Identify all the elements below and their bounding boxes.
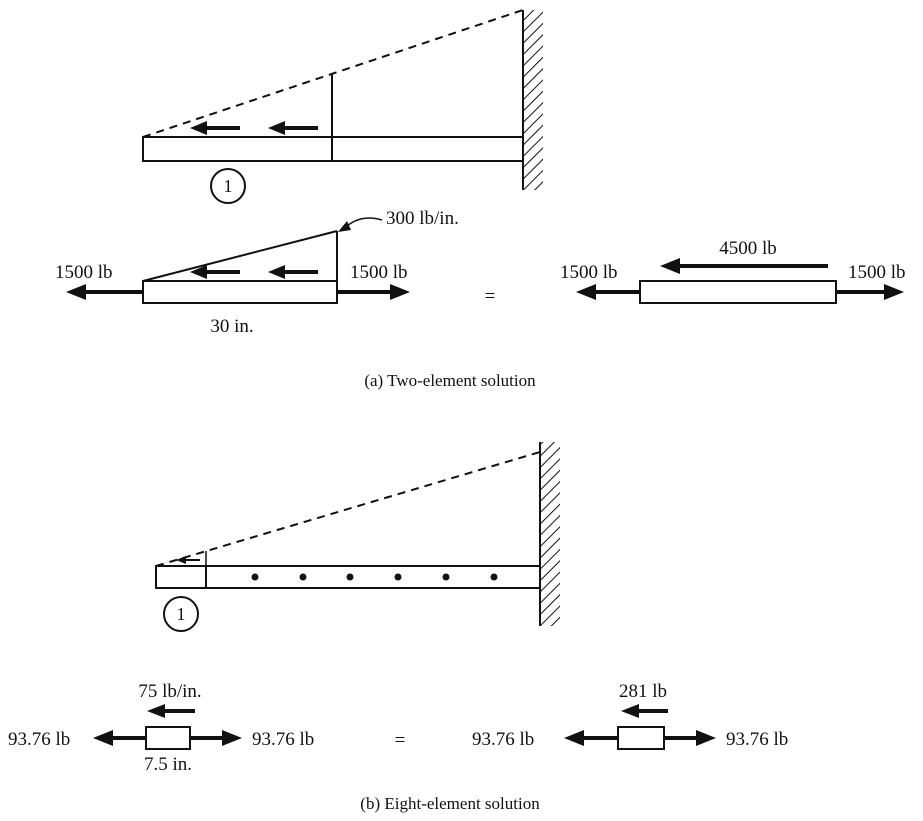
right-force-arrow-a	[337, 284, 410, 300]
resultant-label-a: 4500 lb	[719, 238, 777, 259]
node-dot-6	[490, 573, 498, 581]
load-intensity-label-a: 300 lb/in.	[386, 208, 459, 229]
node-dot-4	[394, 573, 402, 581]
resultant-label-b: 281 lb	[619, 681, 667, 702]
cantilever-b: 1	[155, 442, 560, 632]
element-bar-a	[142, 280, 338, 304]
wall-hatch-a	[523, 10, 543, 190]
element-bar-b	[145, 726, 191, 750]
left-force-arrow-a	[66, 284, 143, 300]
node-dot-5	[442, 573, 450, 581]
node-dot-3	[346, 573, 354, 581]
equivalent-element-a: 4500 lb 1500 lb 1500 lb	[560, 238, 906, 304]
cantilever-a: 1	[142, 9, 543, 204]
element-number-b: 1	[177, 604, 186, 624]
element-number-a: 1	[224, 176, 233, 196]
element-circle-b	[163, 596, 199, 632]
load-arrow-b2	[147, 704, 195, 718]
eq-right-force-arrow-b	[664, 730, 716, 746]
element-circle-a	[210, 168, 246, 204]
resultant-arrow-b	[621, 704, 668, 718]
load-arrow-a4	[268, 265, 318, 279]
eq-left-force-label-a: 1500 lb	[560, 262, 618, 283]
left-force-label-a: 1500 lb	[55, 262, 113, 283]
element-fbd-a: 300 lb/in. 1500 lb 1500 lb 30 in.	[55, 208, 459, 337]
left-force-arrow-b	[93, 730, 146, 746]
length-label-a: 30 in.	[210, 316, 253, 337]
bar-b	[155, 565, 541, 589]
length-label-b: 7.5 in.	[144, 754, 192, 775]
triangle-top-a	[142, 230, 338, 282]
caption-a: (a) Two-element solution	[364, 371, 536, 390]
leader-head-a	[338, 221, 351, 232]
leader-line-a	[346, 217, 383, 227]
equivalent-bar-a	[639, 280, 837, 304]
right-force-label-a: 1500 lb	[350, 262, 408, 283]
eq-left-force-arrow-b	[564, 730, 618, 746]
equivalent-bar-b	[617, 726, 665, 750]
wall-hatch-b	[540, 442, 560, 626]
eq-right-force-label-b: 93.76 lb	[726, 729, 788, 750]
left-force-label-b: 93.76 lb	[8, 729, 70, 750]
element-fbd-b: 75 lb/in. 93.76 lb 93.76 lb 7.5 in.	[8, 681, 314, 775]
part-b: 1 75 lb/in. 93.76 lb 93.76 lb 7.5 in. =	[8, 442, 788, 813]
part-a: 1 300 lb/in. 1500 lb	[55, 9, 906, 390]
equals-sign-b: =	[395, 730, 406, 751]
right-force-label-b: 93.76 lb	[252, 729, 314, 750]
load-arrow-a1	[190, 121, 240, 135]
node-dot-1	[251, 573, 259, 581]
right-force-arrow-b	[190, 730, 242, 746]
load-intensity-label-b: 75 lb/in.	[138, 681, 201, 702]
node-dot-2	[299, 573, 307, 581]
load-dashed-line-b	[155, 451, 541, 567]
eq-left-force-label-b: 93.76 lb	[472, 729, 534, 750]
eq-right-force-arrow-a	[836, 284, 904, 300]
load-arrow-a3	[190, 265, 240, 279]
load-arrow-b1	[176, 556, 200, 564]
caption-b: (b) Eight-element solution	[360, 794, 540, 813]
resultant-arrow-a	[660, 258, 828, 274]
eq-right-force-label-a: 1500 lb	[848, 262, 906, 283]
equals-sign-a: =	[485, 286, 496, 307]
load-arrow-a2	[268, 121, 318, 135]
equivalent-element-b: 281 lb 93.76 lb 93.76 lb	[472, 681, 788, 750]
eq-left-force-arrow-a	[576, 284, 640, 300]
